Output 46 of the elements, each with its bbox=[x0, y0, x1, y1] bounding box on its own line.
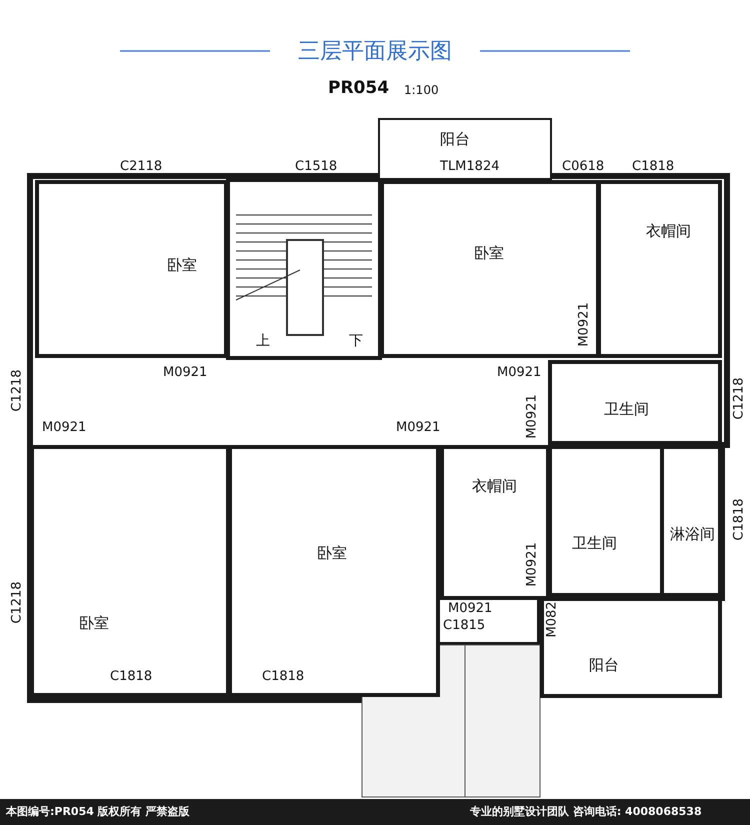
room-outline bbox=[548, 360, 722, 445]
window-code: C1218 bbox=[10, 369, 24, 412]
stair-direction: 上 bbox=[256, 334, 270, 348]
window-code: C1818 bbox=[262, 670, 304, 683]
room-name: 衣帽间 bbox=[646, 222, 691, 241]
room-name: 卫生间 bbox=[604, 400, 649, 419]
room-name: 卧室 bbox=[317, 544, 347, 563]
scale-note: 1:100 bbox=[404, 84, 439, 96]
door-code: M0921 bbox=[526, 394, 539, 439]
room-outline bbox=[35, 180, 228, 358]
window-code: C1818 bbox=[632, 160, 674, 173]
door-code: M0921 bbox=[42, 421, 86, 434]
room-name: 卧室 bbox=[79, 614, 109, 633]
room-outline bbox=[597, 180, 722, 358]
window-code: C1818 bbox=[732, 498, 746, 541]
window-code: C2118 bbox=[120, 160, 162, 173]
room-name: 卫生间 bbox=[572, 534, 617, 553]
diagram-title: 三层平面展示图 bbox=[298, 39, 452, 64]
room-name: 阳台 bbox=[589, 656, 619, 675]
door-code: M0921 bbox=[497, 366, 542, 379]
door-code: M082 bbox=[546, 601, 559, 638]
room-outline bbox=[378, 118, 552, 180]
door-code: M0921 bbox=[396, 421, 440, 434]
door-code: TLM1824 bbox=[440, 160, 500, 173]
window-code: C0618 bbox=[562, 160, 604, 173]
stair-direction: 下 bbox=[349, 334, 363, 348]
window-code: C1818 bbox=[110, 670, 152, 683]
door-code: M0921 bbox=[526, 542, 539, 587]
room-outline bbox=[380, 180, 600, 358]
footer-note: 专业的别墅设计团队 咨询电话: 4008068538 bbox=[470, 806, 702, 817]
room-outline bbox=[30, 445, 230, 697]
door-code: M0921 bbox=[578, 302, 591, 347]
window-code: C1218 bbox=[10, 581, 24, 624]
footer-note: 本图编号:PR054 版权所有 严禁盗版 bbox=[6, 806, 190, 817]
window-code: C1218 bbox=[732, 377, 746, 420]
door-code: M0921 bbox=[448, 602, 492, 615]
door-code: M0921 bbox=[163, 366, 208, 379]
window-code: C1518 bbox=[295, 160, 338, 173]
room-name: 卧室 bbox=[167, 256, 197, 275]
room-name: 阳台 bbox=[440, 130, 470, 149]
plan-number: PR054 bbox=[328, 80, 390, 97]
room-name: 衣帽间 bbox=[472, 477, 517, 496]
room-name: 卧室 bbox=[474, 244, 504, 263]
room-outline bbox=[440, 445, 550, 600]
room-name: 淋浴间 bbox=[670, 525, 715, 544]
window-code: C1815 bbox=[443, 619, 486, 632]
